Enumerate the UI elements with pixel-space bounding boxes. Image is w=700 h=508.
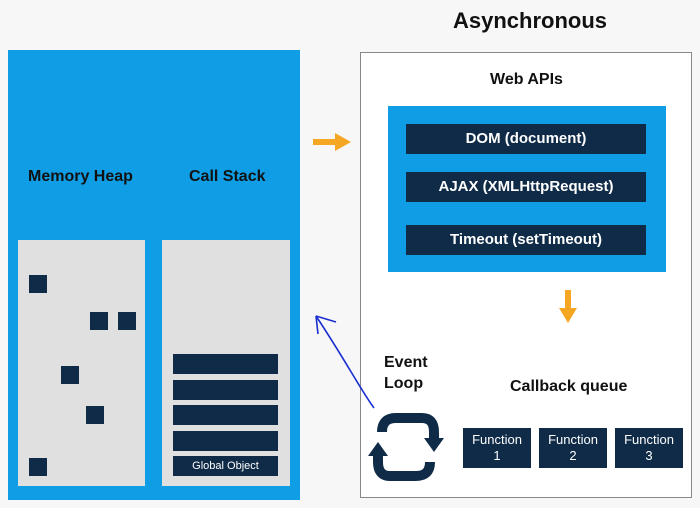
heap-block — [29, 275, 47, 293]
stack-frame — [173, 354, 278, 374]
memory-heap-label: Memory Heap — [28, 168, 133, 185]
callback-function-1: Function 1 — [463, 428, 531, 468]
function-number: 1 — [493, 448, 501, 463]
heap-block — [90, 312, 108, 330]
global-object-frame: Global Object — [173, 456, 278, 476]
stack-frame — [173, 380, 278, 400]
event-loop-label: Event Loop — [384, 352, 428, 394]
event-loop-label-line2: Loop — [384, 375, 424, 392]
event-loop-label-line1: Event — [384, 354, 428, 371]
arrow-down-icon — [559, 290, 577, 323]
function-number: 3 — [645, 448, 653, 463]
event-loop-arrow-icon — [315, 315, 375, 409]
stack-frame — [173, 405, 278, 425]
callback-function-2: Function 2 — [539, 428, 607, 468]
heap-block — [118, 312, 136, 330]
web-api-dom: DOM (document) — [406, 124, 646, 154]
arrow-right-icon — [313, 133, 351, 151]
function-name: Function — [624, 432, 674, 447]
stack-frame — [173, 431, 278, 451]
callback-queue-label: Callback queue — [510, 378, 628, 395]
web-api-ajax: AJAX (XMLHttpRequest) — [406, 172, 646, 202]
function-name: Function — [548, 432, 598, 447]
call-stack-label: Call Stack — [189, 168, 266, 185]
web-apis-label: Web APIs — [490, 71, 563, 88]
diagram-title: Asynchronous — [452, 8, 608, 33]
heap-block — [86, 406, 104, 424]
web-api-timeout: Timeout (setTimeout) — [406, 225, 646, 255]
function-name: Function — [472, 432, 522, 447]
heap-block — [29, 458, 47, 476]
heap-block — [61, 366, 79, 384]
callback-function-3: Function 3 — [615, 428, 683, 468]
event-loop-icon — [368, 413, 444, 481]
function-number: 2 — [569, 448, 577, 463]
